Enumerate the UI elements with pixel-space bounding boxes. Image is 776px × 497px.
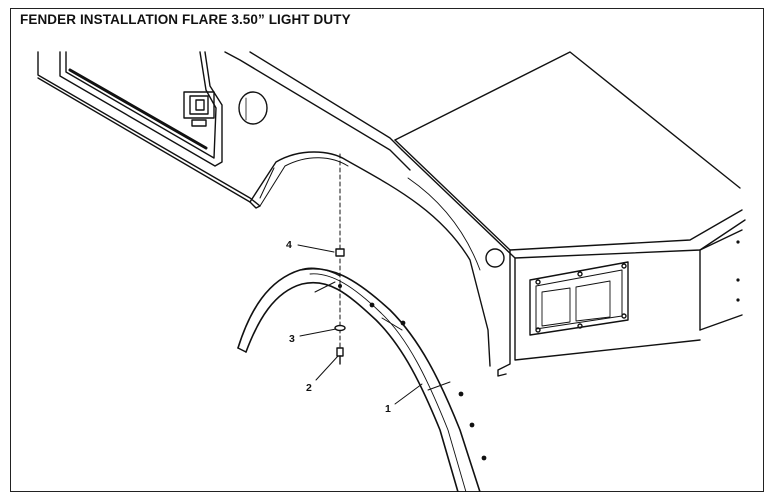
washer-icon	[334, 324, 346, 332]
rear-body-box	[394, 51, 746, 377]
wheel-well-arch	[249, 151, 491, 367]
latch-handle-icon	[183, 91, 215, 127]
callout-4-leader	[297, 244, 335, 253]
diagram-frame	[10, 8, 764, 492]
fender-diagram-svg: 4 3 2 1	[37, 51, 746, 492]
rear-fastener-dots	[736, 240, 740, 302]
callout-4-label: 4	[286, 239, 292, 251]
callout-1-label: 1	[385, 403, 391, 415]
callout-1-leader	[394, 383, 423, 405]
drawing-area: 4 3 2 1	[10, 30, 764, 492]
tail-light-icon	[529, 261, 629, 336]
callout-3-label: 3	[289, 333, 295, 345]
bolt-icon	[336, 347, 344, 365]
access-plug-icon	[238, 91, 268, 125]
callout-3-leader	[299, 328, 337, 337]
body-side-panel	[37, 51, 411, 209]
flare-mounting-holes	[338, 284, 487, 461]
callout-2-leader	[315, 355, 339, 381]
fender-flare	[237, 267, 481, 492]
callout-2-label: 2	[306, 382, 312, 394]
nut-icon	[335, 248, 345, 257]
diagram-title: FENDER INSTALLATION FLARE 3.50” LIGHT DU…	[20, 12, 351, 27]
